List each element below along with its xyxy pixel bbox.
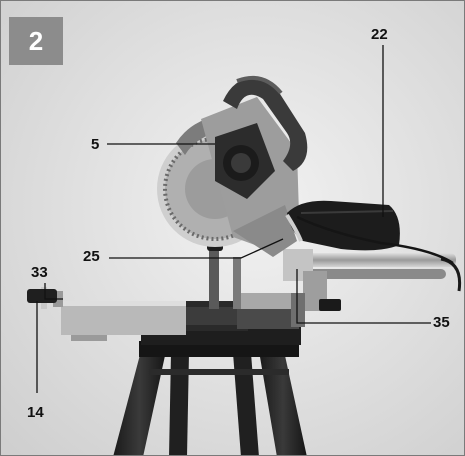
callout-label: 25	[83, 248, 100, 265]
saw-base	[141, 293, 301, 345]
callout-label: 5	[91, 136, 100, 153]
dust-bag	[285, 200, 400, 251]
callout-label: 22	[371, 26, 388, 43]
callout-label: 35	[433, 314, 450, 331]
power-cable	[296, 215, 454, 265]
callout-label: 33	[31, 264, 48, 281]
stand	[113, 341, 307, 455]
left-extension	[27, 287, 186, 341]
saw-head	[157, 76, 308, 257]
figure-number-badge: 2	[9, 17, 63, 65]
slide-rails	[283, 249, 462, 327]
leader-lines	[36, 45, 431, 393]
callout-label: 14	[27, 404, 44, 421]
